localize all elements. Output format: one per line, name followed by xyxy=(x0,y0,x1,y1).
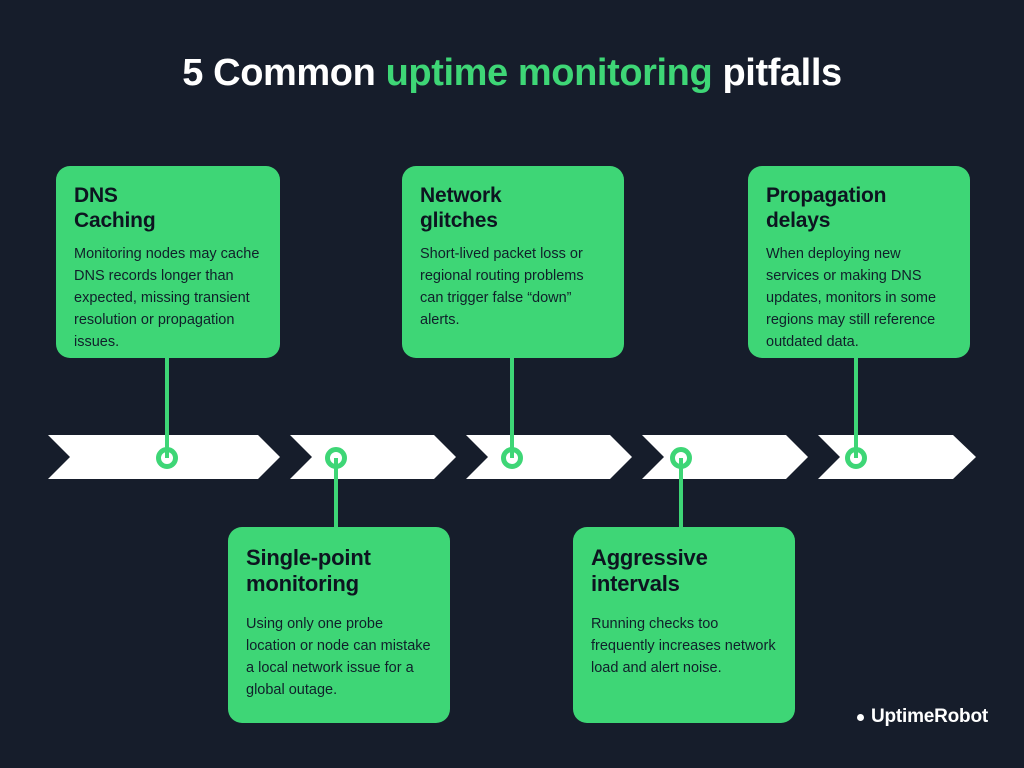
page-title: 5 Common uptime monitoring pitfalls xyxy=(0,52,1024,95)
page-title-part2: pitfalls xyxy=(712,52,842,94)
card-title: Network glitches xyxy=(420,184,502,232)
card-body: When deploying new services or making DN… xyxy=(766,245,937,350)
connector-line-2 xyxy=(334,458,338,530)
page-title-part1: 5 Common xyxy=(182,52,386,94)
page-title-accent: uptime monitoring xyxy=(385,52,713,94)
dot-icon xyxy=(856,713,864,721)
connector-line-4 xyxy=(679,458,683,530)
timeline-segment-3 xyxy=(466,435,632,479)
timeline-segment-2 xyxy=(290,435,456,479)
timeline-node-5[interactable] xyxy=(845,447,867,469)
card-title: Propagation delays xyxy=(766,184,887,232)
brand-logo: UptimeRobot xyxy=(856,706,988,728)
timeline-node-2[interactable] xyxy=(325,447,347,469)
card-title: DNS Caching xyxy=(74,184,156,232)
card-body: Using only one probe location or node ca… xyxy=(246,615,431,698)
connector-line-1 xyxy=(165,358,169,458)
timeline-node-3[interactable] xyxy=(501,447,523,469)
timeline-segment-5-arrowhead xyxy=(818,435,976,479)
pitfall-card-single-point-monitoring[interactable]: Single-point monitoring Using only one p… xyxy=(228,527,450,723)
pitfall-card-dns-caching[interactable]: DNS Caching Monitoring nodes may cache D… xyxy=(56,166,280,358)
card-body: Short-lived packet loss or regional rout… xyxy=(420,245,584,328)
brand-logo-text: UptimeRobot xyxy=(870,706,988,727)
card-body: Monitoring nodes may cache DNS records l… xyxy=(74,245,260,350)
card-title: Aggressive intervals xyxy=(591,545,708,596)
timeline-node-1[interactable] xyxy=(156,447,178,469)
connector-line-5 xyxy=(854,358,858,458)
pitfall-card-propagation-delays[interactable]: Propagation delays When deploying new se… xyxy=(748,166,970,358)
timeline-segment-4 xyxy=(642,435,808,479)
pitfall-card-aggressive-intervals[interactable]: Aggressive intervals Running checks too … xyxy=(573,527,795,723)
card-body: Running checks too frequently increases … xyxy=(591,615,776,676)
card-title: Single-point monitoring xyxy=(246,545,371,596)
connector-line-3 xyxy=(510,358,514,458)
pitfall-card-network-glitches[interactable]: Network glitches Short-lived packet loss… xyxy=(402,166,624,358)
timeline-node-4[interactable] xyxy=(670,447,692,469)
